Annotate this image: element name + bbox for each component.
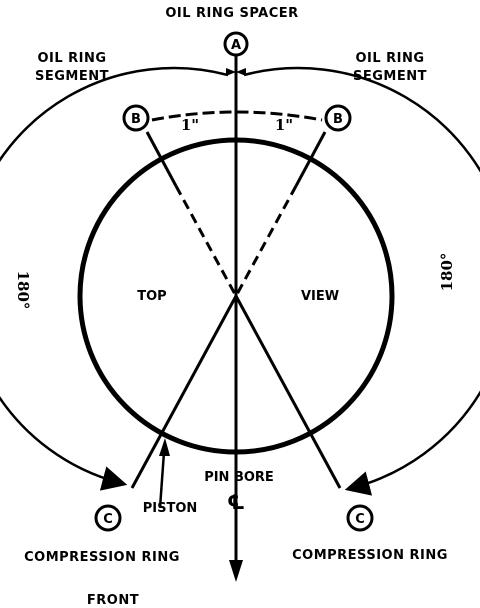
angle-right-small: 1" <box>275 116 293 134</box>
right-outer-arc <box>243 66 480 496</box>
oil-ring-spacer-label: OIL RING SPACER <box>165 6 298 21</box>
marker-c-right <box>346 504 374 532</box>
angle-left-small: 1" <box>181 116 199 134</box>
top-label: TOP <box>137 289 166 304</box>
diagonal-left-solid <box>145 131 178 187</box>
marker-c-left <box>94 504 122 532</box>
piston-label: PISTON <box>143 501 198 516</box>
oil-ring-segment-right-line2: SEGMENT <box>353 69 427 84</box>
diagonal-right-upper-solid <box>294 131 327 187</box>
centerline-symbol: ℄ <box>227 490 245 514</box>
piston-pointer-line <box>158 451 166 509</box>
oil-ring-segment-right-line1: OIL RING <box>355 51 424 66</box>
front-arrowhead <box>229 560 243 582</box>
diagonal-left-dashed <box>174 185 238 297</box>
front-label: FRONT <box>87 593 139 608</box>
diagonal-left-lower-solid <box>130 295 238 489</box>
marker-b-left <box>122 104 150 132</box>
left-outer-arc <box>0 66 229 491</box>
diagonal-right-solid <box>234 295 342 489</box>
piston-pointer-head <box>159 438 170 456</box>
spacer-tick-arrow <box>226 68 246 76</box>
marker-b-right <box>324 104 352 132</box>
marker-b-left-label: B <box>131 112 141 127</box>
diagonal-right-upper-dashed <box>234 185 298 297</box>
pin-bore-label: PIN BORE <box>204 470 274 485</box>
angle-right-large: 180° <box>438 253 456 292</box>
marker-a-label: A <box>231 38 241 53</box>
view-label: VIEW <box>301 289 339 304</box>
marker-b-right-label: B <box>333 112 343 127</box>
top-gap-arc <box>151 110 323 122</box>
marker-c-right-label: C <box>355 512 365 527</box>
oil-ring-segment-left-line2: SEGMENT <box>35 69 109 84</box>
marker-c-left-label: C <box>103 512 113 527</box>
oil-ring-segment-left-line1: OIL RING <box>37 51 106 66</box>
marker-a <box>223 31 249 57</box>
compression-ring-left-label: COMPRESSION RING <box>24 550 180 565</box>
angle-left-large: 180° <box>14 271 32 310</box>
compression-ring-right-label: COMPRESSION RING <box>292 548 448 563</box>
